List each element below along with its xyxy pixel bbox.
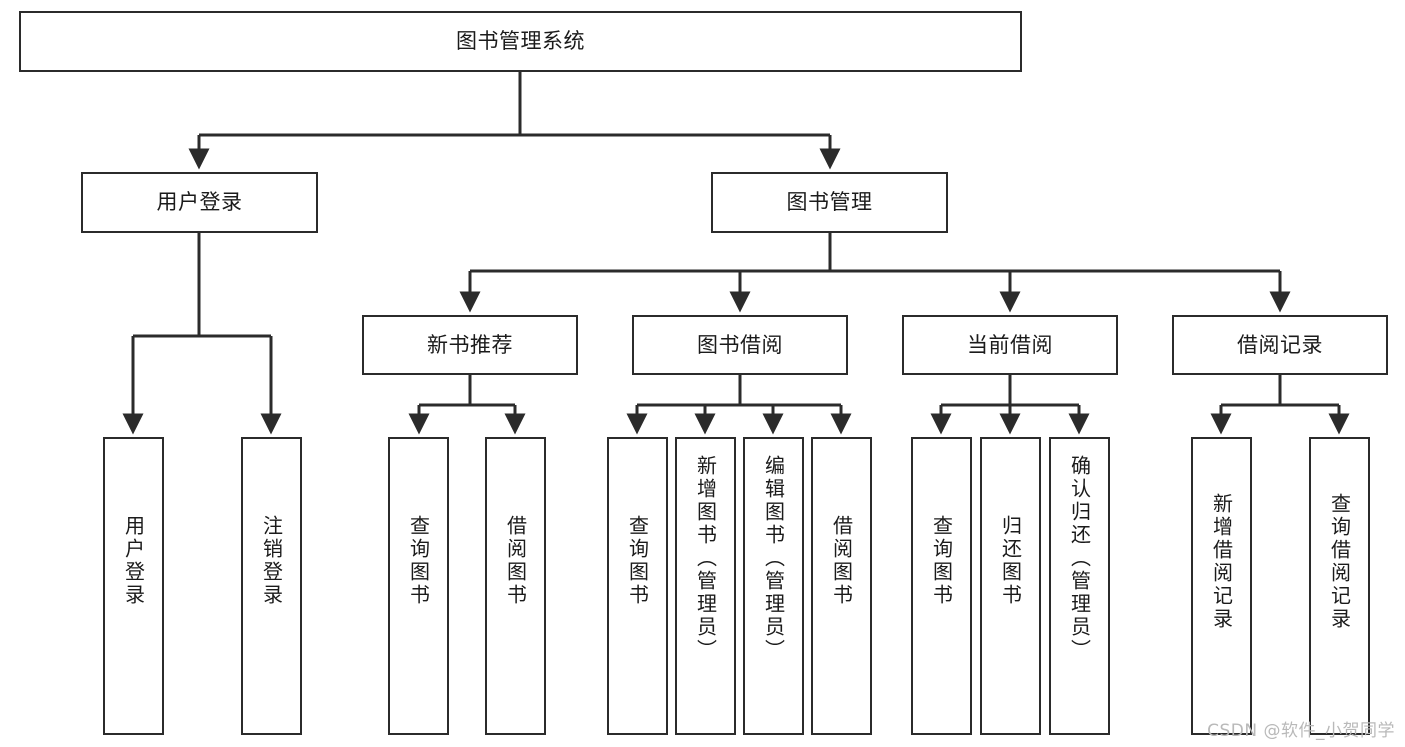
- leaf-edit-book-admin[interactable]: 编辑图书（管理员）: [743, 437, 804, 735]
- node-current-borrow[interactable]: 当前借阅: [902, 315, 1118, 375]
- leaf-user-logout[interactable]: 注销登录: [241, 437, 302, 735]
- leaf-return-book[interactable]: 归还图书: [980, 437, 1041, 735]
- leaf-edit-book-admin-label: 编辑图书（管理员）: [761, 455, 786, 662]
- node-root[interactable]: 图书管理系统: [19, 11, 1022, 72]
- leaf-query-book-borrow[interactable]: 查询图书: [607, 437, 668, 735]
- leaf-add-book-admin[interactable]: 新增图书（管理员）: [675, 437, 736, 735]
- leaf-query-borrow-record[interactable]: 查询借阅记录: [1309, 437, 1370, 735]
- leaf-query-borrow-record-label: 查询借阅记录: [1327, 493, 1352, 631]
- leaf-add-book-admin-label: 新增图书（管理员）: [693, 455, 718, 662]
- leaf-query-book-current-label: 查询图书: [929, 515, 954, 607]
- node-borrow-record[interactable]: 借阅记录: [1172, 315, 1388, 375]
- leaf-query-book-recommend-label: 查询图书: [406, 515, 431, 607]
- leaf-borrow-book-recommend[interactable]: 借阅图书: [485, 437, 546, 735]
- leaf-borrow-book-recommend-label: 借阅图书: [503, 515, 528, 607]
- node-new-book-recommend-label: 新书推荐: [427, 332, 513, 357]
- leaf-confirm-return-admin-label: 确认归还（管理员）: [1067, 455, 1092, 662]
- node-book-management-label: 图书管理: [786, 190, 873, 215]
- leaf-borrow-book-borrow[interactable]: 借阅图书: [811, 437, 872, 735]
- leaf-query-book-recommend[interactable]: 查询图书: [388, 437, 449, 735]
- leaf-confirm-return-admin[interactable]: 确认归还（管理员）: [1049, 437, 1110, 735]
- node-book-management[interactable]: 图书管理: [711, 172, 948, 233]
- node-book-borrow[interactable]: 图书借阅: [632, 315, 848, 375]
- leaf-add-borrow-record[interactable]: 新增借阅记录: [1191, 437, 1252, 735]
- leaf-return-book-label: 归还图书: [998, 515, 1023, 607]
- leaf-borrow-book-borrow-label: 借阅图书: [829, 515, 854, 607]
- leaf-user-login[interactable]: 用户登录: [103, 437, 164, 735]
- leaf-user-logout-label: 注销登录: [259, 515, 284, 607]
- leaf-query-book-current[interactable]: 查询图书: [911, 437, 972, 735]
- node-current-borrow-label: 当前借阅: [967, 332, 1053, 357]
- node-root-label: 图书管理系统: [456, 29, 585, 54]
- node-new-book-recommend[interactable]: 新书推荐: [362, 315, 578, 375]
- leaf-query-book-borrow-label: 查询图书: [625, 515, 650, 607]
- node-user-login[interactable]: 用户登录: [81, 172, 318, 233]
- node-book-borrow-label: 图书借阅: [697, 332, 783, 357]
- leaf-user-login-label: 用户登录: [121, 515, 146, 607]
- node-borrow-record-label: 借阅记录: [1237, 332, 1323, 357]
- leaf-add-borrow-record-label: 新增借阅记录: [1209, 493, 1234, 631]
- node-user-login-label: 用户登录: [156, 190, 243, 215]
